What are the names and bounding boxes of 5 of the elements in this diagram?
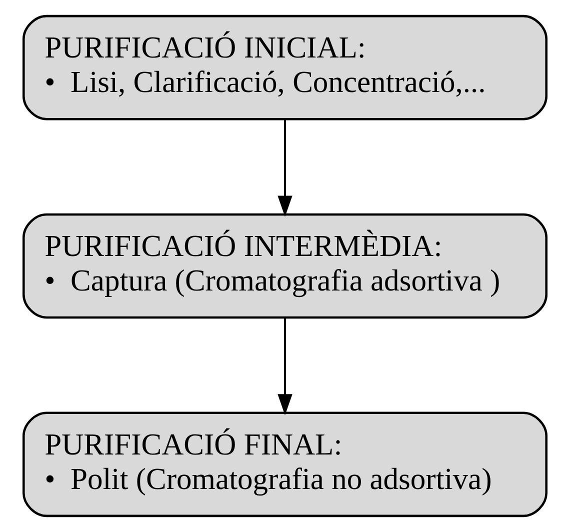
node-box: PURIFICACIÓ INICIAL: • Lisi, Clarificació, Concentració,... <box>22 14 548 120</box>
node-box: PURIFICACIÓ INTERMÈDIA: • Captura (Cromatografia adsortiva ) <box>22 213 548 319</box>
arrow <box>277 318 292 416</box>
node-box: PURIFICACIÓ FINAL: • Polit (Cromatografia no adsortiva) <box>22 412 548 518</box>
arrow <box>277 119 292 217</box>
